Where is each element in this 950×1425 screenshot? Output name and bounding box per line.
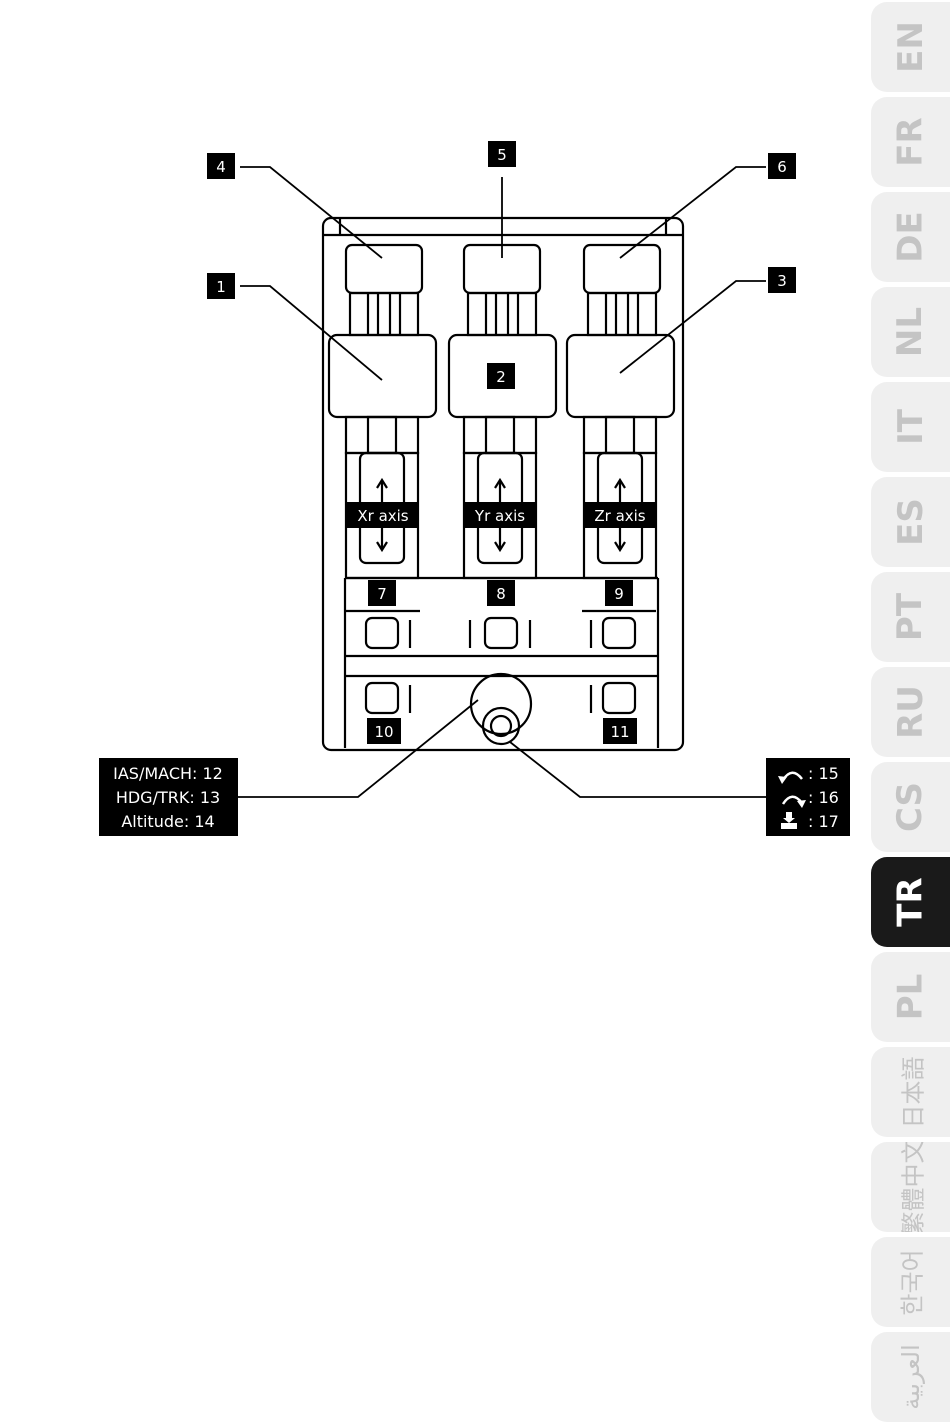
svg-text:Altitude: 14: Altitude: 14 bbox=[121, 812, 214, 831]
tab-es[interactable]: ES bbox=[871, 477, 950, 567]
svg-text:: 16: : 16 bbox=[808, 788, 839, 807]
throttle-diagram: 4 5 6 1 3 2 7 8 9 10 11 Xr axis Yr axis … bbox=[0, 0, 850, 1425]
tab-ar[interactable]: العربية bbox=[871, 1332, 950, 1422]
tab-zh[interactable]: 繁體中文 bbox=[871, 1142, 950, 1232]
callout-5: 5 bbox=[488, 141, 516, 167]
svg-text:Zr axis: Zr axis bbox=[594, 507, 645, 525]
tab-cs[interactable]: CS bbox=[871, 762, 950, 852]
tab-ja[interactable]: 日本語 bbox=[871, 1047, 950, 1137]
svg-text:Yr axis: Yr axis bbox=[474, 507, 525, 525]
callout-9: 9 bbox=[605, 580, 633, 606]
switch-row-upper bbox=[346, 611, 656, 648]
tab-fr[interactable]: FR bbox=[871, 97, 950, 187]
svg-text:2: 2 bbox=[496, 368, 506, 386]
callout-11: 11 bbox=[603, 718, 637, 744]
svg-text:6: 6 bbox=[777, 158, 787, 176]
tab-nl[interactable]: NL bbox=[871, 287, 950, 377]
caption-left: IAS/MACH: 12 HDG/TRK: 13 Altitude: 14 bbox=[99, 758, 238, 836]
axis-label-xr: Xr axis bbox=[347, 502, 419, 528]
callout-7: 7 bbox=[368, 580, 396, 606]
svg-text:: 17: : 17 bbox=[808, 812, 839, 831]
tab-ru[interactable]: RU bbox=[871, 667, 950, 757]
callout-6: 6 bbox=[768, 153, 796, 179]
tab-de[interactable]: DE bbox=[871, 192, 950, 282]
callout-8: 8 bbox=[487, 580, 515, 606]
tab-it[interactable]: IT bbox=[871, 382, 950, 472]
svg-text:10: 10 bbox=[374, 723, 393, 741]
tab-pt[interactable]: PT bbox=[871, 572, 950, 662]
callout-1: 1 bbox=[207, 273, 235, 299]
callout-4: 4 bbox=[207, 153, 235, 179]
tab-ko[interactable]: 한국어 bbox=[871, 1237, 950, 1327]
svg-text:Xr axis: Xr axis bbox=[357, 507, 408, 525]
lever-2 bbox=[449, 245, 556, 578]
svg-text:4: 4 bbox=[216, 158, 226, 176]
callout-10: 10 bbox=[367, 718, 401, 744]
svg-text:8: 8 bbox=[496, 585, 506, 603]
axis-label-yr: Yr axis bbox=[464, 502, 536, 528]
axis-label-zr: Zr axis bbox=[584, 502, 656, 528]
svg-text:11: 11 bbox=[610, 723, 629, 741]
svg-text:1: 1 bbox=[216, 278, 226, 296]
callout-3: 3 bbox=[768, 267, 796, 293]
language-tabs: EN FR DE NL IT ES PT RU CS TR PL 日本語 繁體中… bbox=[871, 0, 950, 1425]
svg-text:5: 5 bbox=[497, 146, 507, 164]
svg-text:7: 7 bbox=[377, 585, 387, 603]
tab-tr[interactable]: TR bbox=[871, 857, 950, 947]
svg-text:3: 3 bbox=[777, 272, 787, 290]
svg-text:HDG/TRK: 13: HDG/TRK: 13 bbox=[116, 788, 220, 807]
tab-en[interactable]: EN bbox=[871, 2, 950, 92]
caption-right: : 15 : 16 : 17 bbox=[766, 758, 850, 836]
svg-text:9: 9 bbox=[614, 585, 624, 603]
svg-text:: 15: : 15 bbox=[808, 764, 839, 783]
mini-stick bbox=[471, 674, 531, 744]
svg-text:IAS/MACH: 12: IAS/MACH: 12 bbox=[113, 764, 223, 783]
tab-pl[interactable]: PL bbox=[871, 952, 950, 1042]
callout-2: 2 bbox=[487, 363, 515, 389]
